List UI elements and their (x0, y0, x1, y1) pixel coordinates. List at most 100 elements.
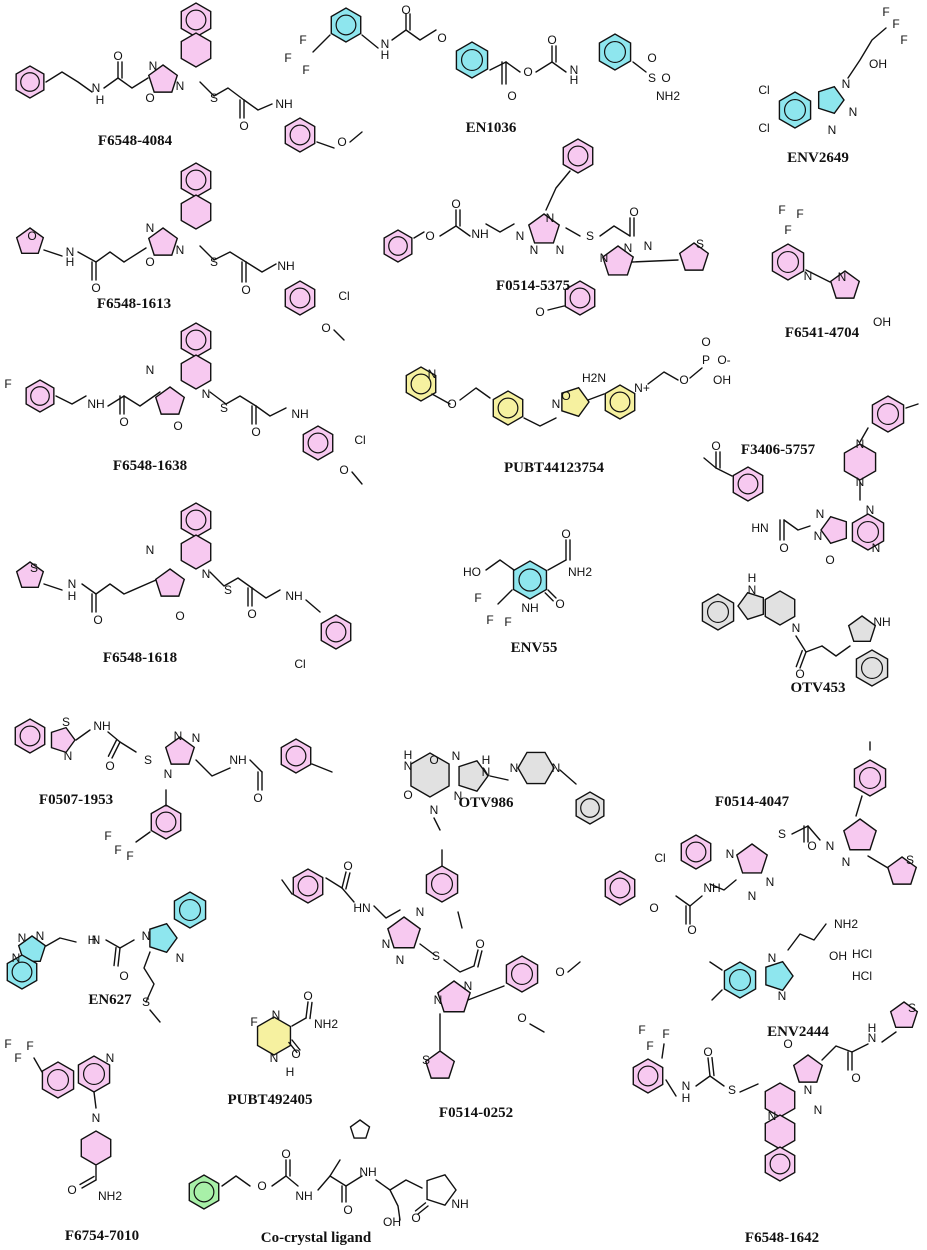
atom-label: N (66, 245, 75, 259)
compound-name: OTV453 (790, 680, 845, 696)
atom-label: NH (285, 589, 302, 603)
ring-hexagon (14, 718, 46, 754)
bond-chain (497, 589, 513, 605)
compound-name: F6548-4084 (98, 133, 173, 149)
bond-chain (703, 457, 717, 469)
atom-label: Cl (354, 433, 365, 447)
bond-chain (647, 371, 679, 385)
atom-label: NH2 (314, 1017, 338, 1031)
aromatic-circle (325, 621, 347, 643)
ring-hexagon (180, 534, 212, 570)
bond-chain (251, 587, 281, 599)
atom-label: N (382, 937, 391, 951)
atom-label: N (546, 211, 555, 225)
atom-label: F (778, 203, 785, 217)
aromatic-circle (460, 48, 484, 72)
ring-hexagon (564, 280, 596, 316)
atom-label: O (679, 373, 688, 387)
aromatic-circle (155, 811, 177, 833)
bond-chain (311, 763, 333, 773)
ring-hexagon (764, 1114, 796, 1150)
aromatic-circle (82, 1062, 106, 1086)
bond-chain (489, 775, 509, 781)
ring-hexagon (173, 891, 207, 929)
atom-label: N (92, 81, 101, 95)
atom-label: NH (87, 397, 104, 411)
bond-chain (93, 1091, 97, 1109)
ring-hexagon (604, 384, 636, 420)
atom-label: S (778, 827, 786, 841)
bond-chain (305, 599, 321, 613)
bond-chain (341, 887, 355, 903)
atom-label: H (682, 1091, 691, 1105)
atom-label: HN (751, 521, 768, 535)
compound-name: ENV55 (511, 640, 558, 656)
bond-chain (847, 27, 887, 79)
atom-label: O (555, 965, 564, 979)
bond-chain (373, 905, 401, 919)
atom-label: N (272, 1008, 281, 1022)
atom-label: O (647, 51, 656, 65)
atom-label: O (561, 389, 570, 403)
ring-hexagon (41, 1061, 75, 1099)
bond-chain (249, 759, 263, 773)
ring-pentagon (437, 980, 471, 1013)
ring-hexagon (410, 752, 450, 798)
atom-label: N (18, 931, 27, 945)
ring-hexagon (764, 1082, 796, 1118)
atom-label: F (638, 1023, 645, 1037)
bond-chain (245, 261, 277, 273)
atom-label: N (176, 79, 185, 93)
aromatic-circle (307, 432, 329, 454)
ring-pentagon (147, 64, 179, 93)
ring-hexagon (77, 1055, 111, 1093)
bond-line (795, 649, 803, 668)
aromatic-circle (193, 1181, 215, 1203)
atom-label: N (68, 577, 77, 591)
bond-chain (389, 1179, 423, 1191)
atom-label: O (145, 255, 154, 269)
compound-name: F0514-5375 (496, 278, 570, 294)
ring-pentagon (424, 1050, 456, 1079)
ring-hexagon (302, 425, 334, 461)
atom-label: NH (703, 881, 720, 895)
ring-pentagon (817, 85, 845, 115)
bond-chain (795, 635, 823, 653)
ring-hexagon (723, 961, 757, 999)
ring-pentagon (527, 213, 561, 244)
atom-label: O (649, 901, 658, 915)
compound-name: F6541-4704 (785, 325, 860, 341)
atom-label: O (403, 788, 412, 802)
atom-label: F (796, 207, 803, 221)
ring-hexagon (284, 117, 316, 153)
atom-label: N (482, 765, 491, 779)
compound-name: OTV986 (458, 795, 514, 811)
atom-label: O (411, 1211, 420, 1225)
ring-hexagon (180, 162, 212, 198)
atom-label: N (146, 221, 155, 235)
bond-chain (291, 1017, 307, 1027)
atom-label: H (66, 255, 75, 269)
bond-chain (221, 1175, 251, 1187)
atom-label: O (281, 1147, 290, 1161)
atom-label: N (176, 951, 185, 965)
atom-label: O (337, 135, 346, 149)
atom-label: N (92, 1111, 101, 1125)
aromatic-circle (783, 98, 807, 122)
ring-hexagon (320, 614, 352, 650)
atom-label: O (437, 31, 446, 45)
atom-label: HCl (852, 947, 872, 961)
ring-hexagon (180, 322, 212, 358)
atom-label: O (517, 1011, 526, 1025)
bond-chain (565, 227, 581, 237)
atom-label: F (4, 1037, 11, 1051)
atom-label: OH (869, 57, 887, 71)
bond-line (345, 872, 351, 890)
atom-label: O (661, 71, 670, 85)
atom-label: Cl (654, 851, 665, 865)
atom-label: O (251, 425, 260, 439)
aromatic-circle (185, 329, 207, 351)
atom-label: P (702, 353, 710, 367)
bond-chain (632, 61, 647, 73)
